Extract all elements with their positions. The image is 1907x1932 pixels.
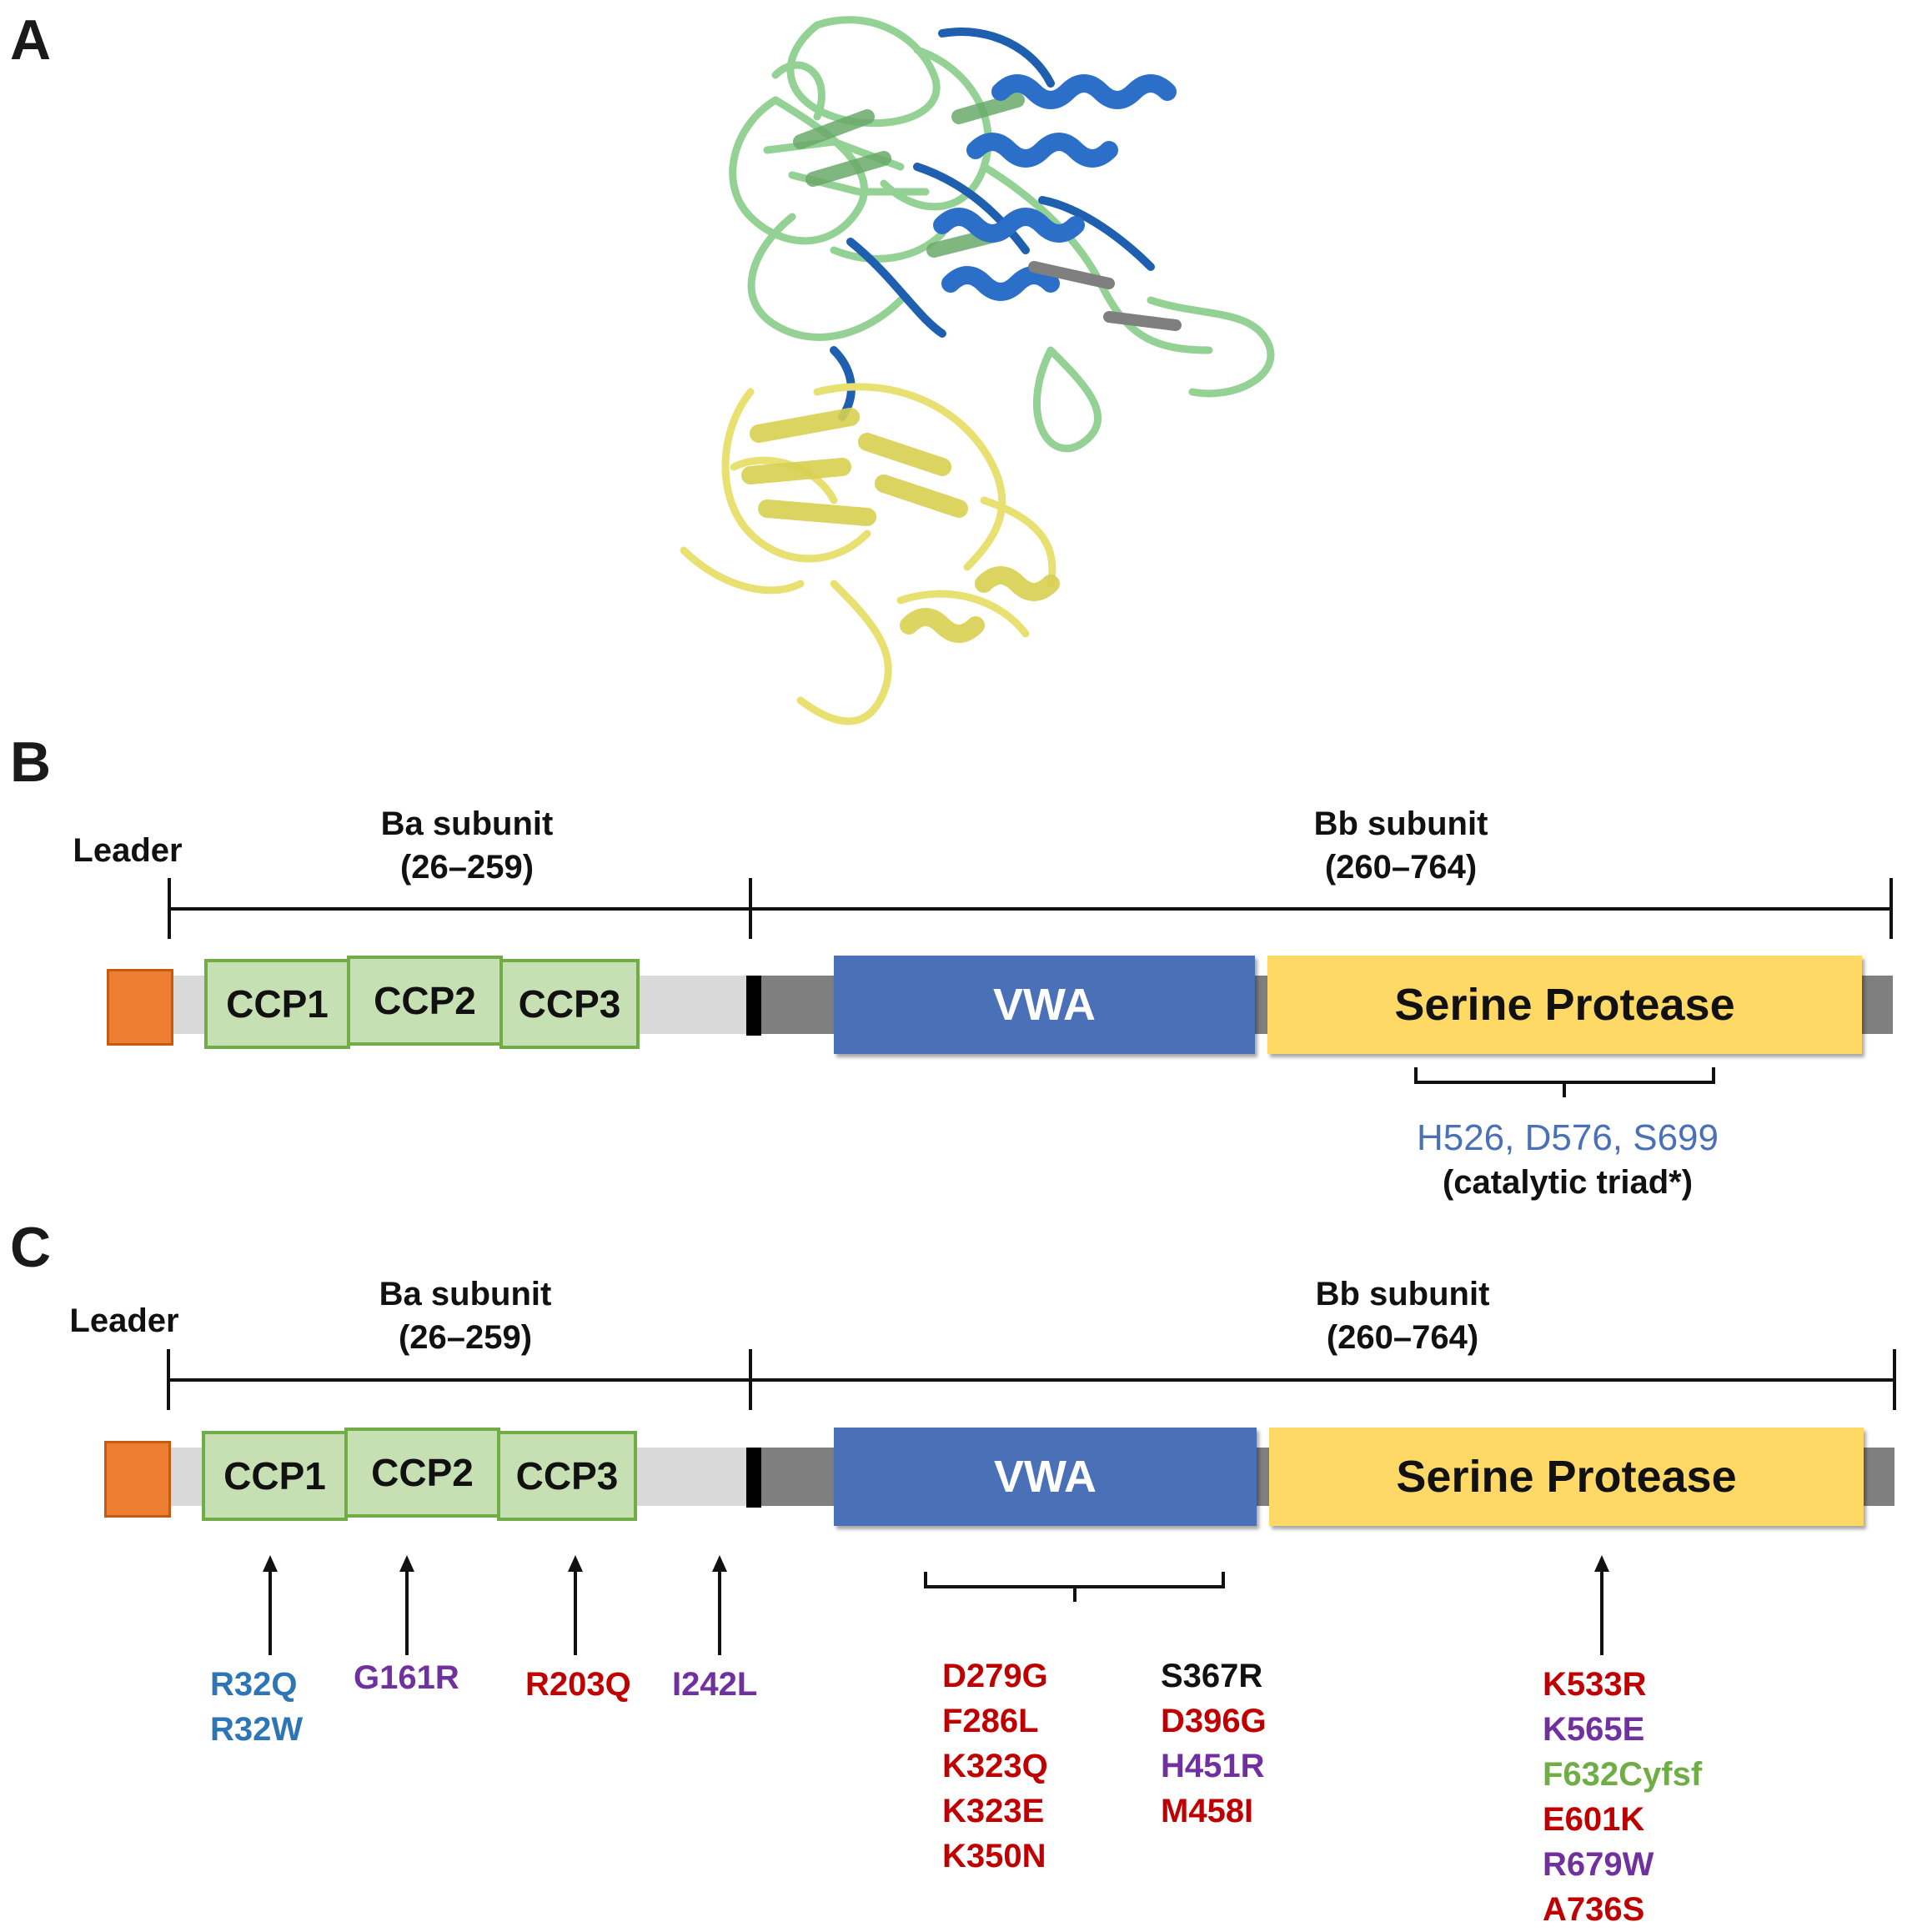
mutation-label: R32W [210, 1711, 304, 1748]
mutation-label: K323Q [942, 1748, 1048, 1784]
bb-subunit-title-c: Bb subunit [1315, 1276, 1490, 1312]
mutation-label: D279G [942, 1658, 1048, 1694]
mutation-label: I242L [672, 1666, 758, 1703]
mutation-label: R203Q [525, 1666, 631, 1703]
ccp2-domain-b: CCP2 [347, 956, 503, 1046]
leader-peptide-c [104, 1441, 171, 1518]
ccp2-domain-c: CCP2 [344, 1428, 500, 1518]
bb-subunit-range-c: (260–764) [1326, 1319, 1479, 1356]
ba-subunit-title-b: Ba subunit [380, 805, 554, 842]
mutation-label: K533R [1543, 1666, 1647, 1703]
vwa-domain-b: VWA [834, 956, 1255, 1054]
mutation-label: M458I [1161, 1793, 1254, 1829]
panel-c-letter: C [10, 1216, 52, 1279]
panel-a-letter: A [10, 8, 52, 72]
mutation-label: G161R [354, 1659, 459, 1696]
mutations-vwa-left: D279G F286L K323Q K323E K350N [942, 1653, 1048, 1879]
ccp3-domain-c: CCP3 [497, 1431, 637, 1521]
ba-subunit-label-c: Ba subunit (26–259) [315, 1272, 615, 1359]
ccp1-domain-c: CCP1 [202, 1431, 348, 1521]
ba-subunit-title-c: Ba subunit [379, 1276, 552, 1312]
bb-subunit-range-b: (260–764) [1324, 849, 1478, 886]
cleavage-site-b [746, 976, 761, 1036]
cleavage-site-c [746, 1448, 761, 1508]
catalytic-triad-label: (catalytic triad*) [1442, 1164, 1694, 1201]
mutation-label: F286L [942, 1703, 1039, 1739]
mutation-label: D396G [1161, 1703, 1267, 1739]
mutation-label: S367R [1161, 1658, 1263, 1694]
mutations-ccp2: G161R [354, 1655, 459, 1700]
ccp3-domain-b: CCP3 [499, 959, 640, 1049]
mutations-vwa-right: S367R D396G H451R M458I [1161, 1653, 1267, 1834]
ba-subunit-range-b: (26–259) [399, 849, 534, 886]
bb-subunit-label-b: Bb subunit (260–764) [1251, 802, 1551, 889]
serine-protease-domain-c: Serine Protease [1269, 1428, 1864, 1526]
mutations-ccp3: R203Q [525, 1662, 631, 1707]
ccp1-domain-b: CCP1 [204, 959, 350, 1049]
panel-b-letter: B [10, 730, 52, 794]
mutation-label: A736S [1543, 1891, 1645, 1928]
leader-label-b: Leader [73, 832, 183, 869]
serine-protease-domain-b: Serine Protease [1267, 956, 1862, 1054]
bb-subunit-label-c: Bb subunit (260–764) [1252, 1272, 1553, 1359]
mutation-label: K323E [942, 1793, 1045, 1829]
leader-label-c: Leader [69, 1302, 179, 1339]
leader-peptide-b [107, 969, 173, 1046]
mutation-label: K565E [1543, 1711, 1645, 1748]
ba-subunit-range-c: (26–259) [398, 1319, 533, 1356]
protein-ribbon-structure-icon [680, 16, 1275, 725]
ba-subunit-label-b: Ba subunit (26–259) [317, 802, 617, 889]
vwa-domain-c: VWA [834, 1428, 1257, 1526]
mutation-label: R32Q [210, 1666, 298, 1703]
bb-subunit-title-b: Bb subunit [1313, 805, 1488, 842]
mutation-label: F632Cyfsf [1543, 1756, 1703, 1793]
mutation-label: K350N [942, 1838, 1046, 1874]
mutation-label: H451R [1161, 1748, 1265, 1784]
mutations-ccp1: R32Q R32W [210, 1662, 303, 1752]
mutation-label: E601K [1543, 1801, 1645, 1838]
mutations-linker: I242L [672, 1662, 757, 1707]
catalytic-residues: H526, D576, S699 [1416, 1117, 1719, 1158]
mutation-label: R679W [1543, 1846, 1654, 1883]
